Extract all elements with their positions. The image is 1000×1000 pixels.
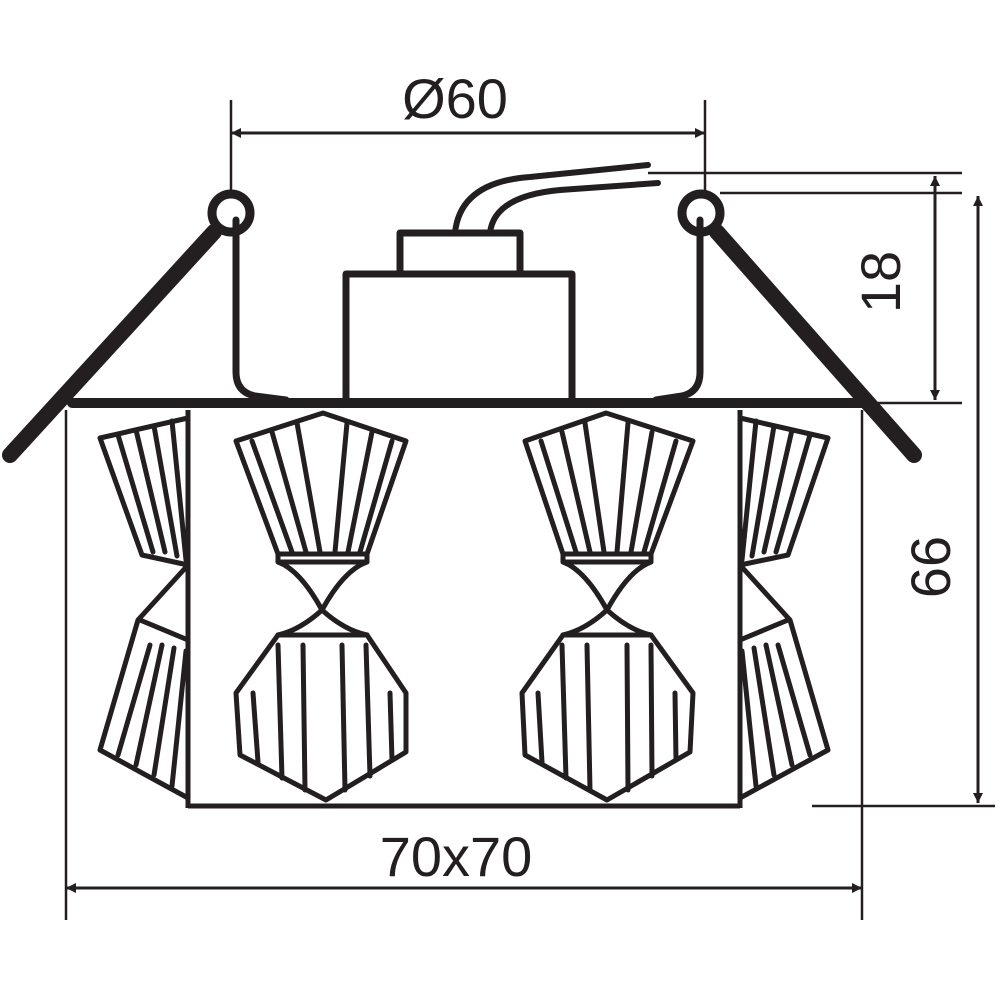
- dimension-height-18: 18: [648, 171, 962, 405]
- frame-size-label: 70x70: [380, 825, 533, 888]
- crystal-left-partial: [97, 415, 191, 801]
- dimension-frame-size: 70x70: [66, 410, 864, 920]
- crystal-right-partial: [737, 415, 831, 801]
- crystal-body: [64, 410, 743, 920]
- lamp-socket: [342, 162, 661, 406]
- height-66-label: 66: [899, 536, 962, 598]
- height-18-label: 18: [849, 251, 912, 313]
- crystal-2: [233, 410, 409, 803]
- dimension-height-66: 66: [812, 196, 995, 808]
- spring-clip-left: [2, 189, 290, 463]
- spring-clip-right: [652, 189, 922, 463]
- dimension-diameter: Ø60: [229, 67, 707, 190]
- diameter-label: Ø60: [402, 67, 508, 130]
- crystal-3: [519, 410, 696, 803]
